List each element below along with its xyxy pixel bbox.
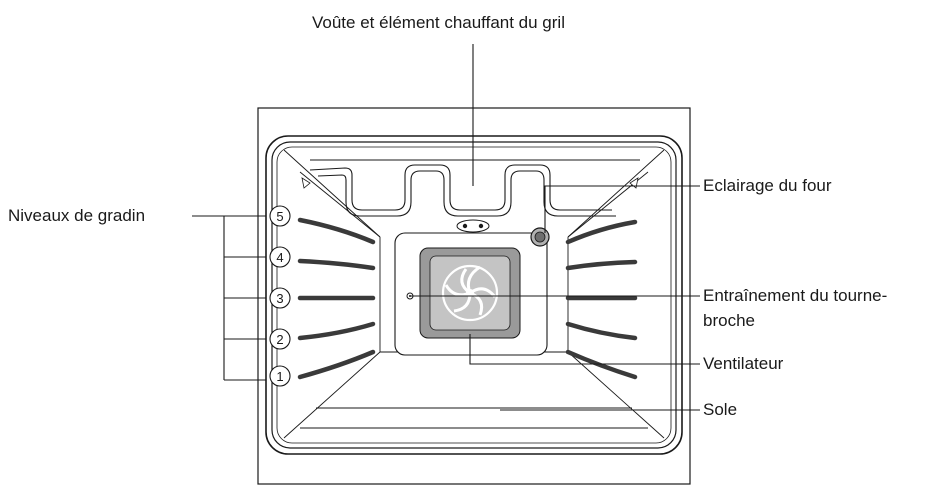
shelf-level-circle <box>269 328 291 350</box>
label-rotisserie-line2: broche <box>703 311 755 330</box>
shelf-level-markers: 5 4 3 2 1 <box>269 205 291 387</box>
label-shelf-levels: Niveaux de gradin <box>8 206 146 225</box>
label-rotisserie-line1: Entraînement du tourne- <box>703 286 888 305</box>
label-top-grill: Voûte et élément chauffant du gril <box>312 13 565 32</box>
shelf-level-circle <box>269 287 291 309</box>
shelf-level-number-4: 4 <box>276 250 283 265</box>
left-shelf-runners <box>297 217 376 380</box>
label-fan: Ventilateur <box>703 354 784 373</box>
shelf-level-circle <box>269 365 291 387</box>
fan-hub <box>466 289 474 297</box>
grill-heating-element <box>309 164 612 211</box>
triangle-marker-left <box>301 177 311 189</box>
grill-connector <box>456 219 490 233</box>
shelf-level-number-5: 5 <box>276 209 283 224</box>
shelf-level-number-1: 1 <box>276 369 283 384</box>
grill-heating-element-inner <box>317 170 616 217</box>
leader-lines <box>192 44 700 411</box>
label-floor: Sole <box>703 400 738 419</box>
right-shelf-runners <box>565 219 638 380</box>
shelf-level-circle <box>269 246 291 268</box>
shelf-level-number-3: 3 <box>276 291 283 306</box>
shelf-level-number-2: 2 <box>276 332 283 347</box>
shelf-level-circle <box>269 205 291 227</box>
cavity-outline-outer <box>265 135 683 455</box>
label-oven-light: Eclairage du four <box>703 176 832 195</box>
